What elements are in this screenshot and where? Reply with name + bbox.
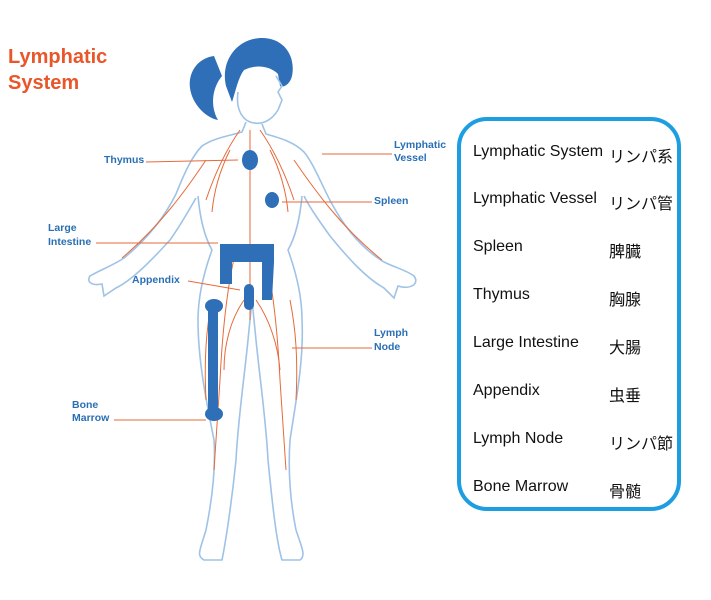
glossary-term-ja: リンパ管 [609, 196, 674, 213]
label-spleen: Spleen [374, 195, 408, 207]
glossary-term-en: Lymphatic System [473, 143, 604, 160]
label-lymph-node-line2: Node [374, 341, 400, 353]
label-thymus: Thymus [104, 154, 144, 166]
lymphatic-vessels [121, 129, 383, 471]
glossary-term-ja: 胸腺 [609, 292, 642, 309]
glossary-term-ja: 脾臓 [609, 244, 642, 261]
glossary-row: Thymus 胸腺 [473, 286, 681, 310]
diagram-title: Lymphatic System [8, 44, 107, 96]
glossary-term-en: Thymus [473, 286, 530, 303]
glossary-panel: Lymphatic System リンパ系 Lymphatic Vessel リ… [457, 117, 681, 511]
label-bone-marrow-line2: Marrow [72, 412, 110, 424]
glossary-row: Bone Marrow 骨髄 [473, 478, 681, 502]
glossary-row: Appendix 虫垂 [473, 382, 681, 406]
body-outline [87, 75, 417, 561]
title-line1: Lymphatic [8, 46, 108, 68]
glossary-term-en: Spleen [473, 238, 523, 255]
leader-lines [96, 153, 392, 421]
glossary-term-ja: 虫垂 [609, 388, 642, 405]
label-lymph-node-line1: Lymph [374, 327, 408, 339]
glossary-term-en: Large Intestine [473, 334, 579, 351]
glossary-row: Lymphatic System リンパ系 [473, 143, 681, 167]
label-large-intestine-line1: Large [48, 222, 77, 234]
glossary-term-ja: リンパ系 [609, 149, 674, 166]
organs [205, 150, 279, 421]
glossary-row: Lymph Node リンパ節 [473, 430, 681, 454]
glossary-term-en: Lymph Node [473, 430, 564, 447]
hair [189, 38, 293, 120]
glossary-term-en: Bone Marrow [473, 478, 569, 495]
glossary-row: Lymphatic Vessel リンパ管 [473, 190, 681, 214]
glossary-term-ja: 大腸 [609, 340, 642, 357]
glossary-row: Large Intestine 大腸 [473, 334, 681, 358]
glossary-term-ja: リンパ節 [609, 436, 674, 453]
label-large-intestine-line2: Intestine [48, 236, 91, 248]
label-lymphatic-vessel-line2: Vessel [394, 152, 427, 164]
glossary-term-en: Appendix [473, 382, 540, 399]
label-appendix: Appendix [132, 274, 180, 286]
title-line2: System [8, 72, 80, 94]
label-bone-marrow-line1: Bone [72, 399, 98, 411]
label-lymphatic-vessel-line1: Lymphatic [394, 139, 446, 151]
glossary-term-ja: 骨髄 [609, 484, 642, 501]
glossary-row: Spleen 脾臓 [473, 238, 681, 262]
glossary-term-en: Lymphatic Vessel [473, 190, 597, 207]
